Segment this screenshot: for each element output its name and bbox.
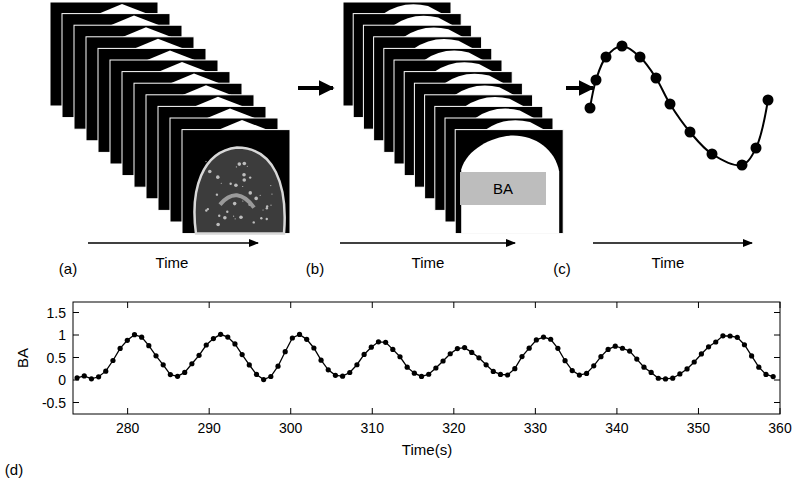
tick-label: 360 (768, 421, 791, 435)
panel-label: (a) (59, 261, 77, 276)
tick-label: 310 (361, 421, 384, 435)
panel-label: Time (652, 255, 685, 270)
tick-label: 1.5 (47, 306, 66, 320)
time-arrow (593, 242, 752, 244)
tick-label: -0.5 (42, 396, 66, 410)
time-arrow (340, 242, 515, 244)
ba-series (74, 332, 775, 382)
panel-label: (c) (553, 261, 571, 276)
tick-label: 340 (605, 421, 628, 435)
roi-box: BA (460, 172, 546, 205)
panel-label: Time (412, 255, 445, 270)
mask-stack (343, 2, 563, 234)
image-frame (455, 130, 563, 234)
plot-box (73, 302, 780, 414)
tick-label: 0.5 (47, 351, 66, 365)
signal-curve (585, 41, 774, 171)
panel-label: Time (156, 255, 189, 270)
time-arrow (88, 242, 258, 244)
tick-label: 0 (58, 373, 66, 387)
tick-label: 290 (197, 421, 220, 435)
axis-ticks (73, 302, 780, 414)
image-stack (50, 2, 290, 234)
image-frame (182, 130, 290, 234)
step-arrow (298, 86, 333, 90)
panel-label: (b) (306, 261, 324, 276)
tick-label: 300 (279, 421, 302, 435)
tick-label: 1 (58, 328, 66, 342)
tick-label: 320 (442, 421, 465, 435)
step-arrow (566, 86, 593, 90)
axis-label: BA (15, 348, 30, 368)
tick-label: 330 (524, 421, 547, 435)
roi-label: BA (493, 181, 513, 196)
panel-label: Time(s) (402, 442, 452, 457)
panel-label: (d) (5, 462, 23, 477)
tick-label: 350 (687, 421, 710, 435)
tick-label: 280 (116, 421, 139, 435)
